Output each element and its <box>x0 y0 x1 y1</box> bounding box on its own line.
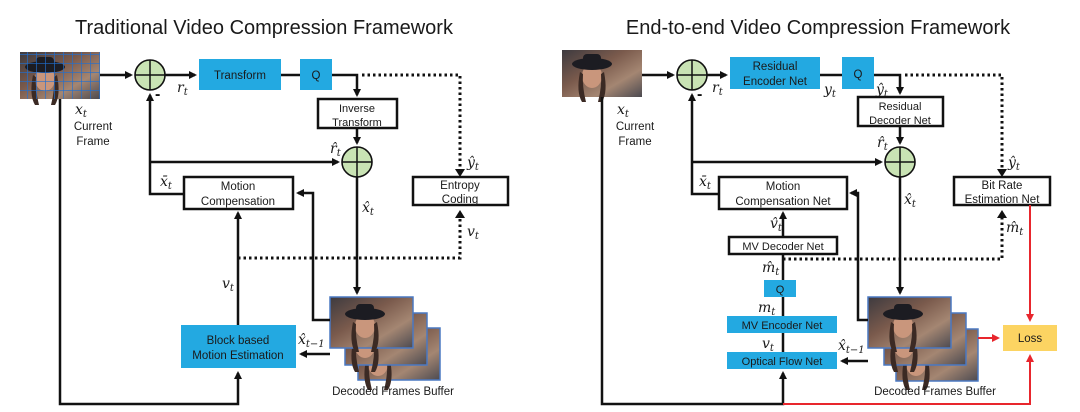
right-sym-x-hat: x̂t <box>904 192 917 210</box>
right-residual-decoder-label-1: Residual <box>879 101 922 113</box>
right-mv-quantizer-label: Q <box>776 284 785 296</box>
right-sym-x-hat-prev: x̂t−1 <box>838 338 865 356</box>
left-motion-estimation-block <box>181 325 296 368</box>
right-quantizer-block <box>842 57 874 89</box>
right-residual-decoder-block <box>856 95 945 128</box>
left-title: Traditional Video Compression Framework <box>75 17 454 39</box>
left-sym-r-hat: r̂t <box>330 141 342 159</box>
left-motion-estimation-label-1: Block based <box>207 335 270 347</box>
left-sym-x-hat: x̂t <box>362 200 375 218</box>
left-motion-estimation-label-2: Motion Estimation <box>192 350 283 362</box>
left-entropy-coding-label-1: Entropy <box>440 180 480 192</box>
left-current-frame-image <box>20 52 100 105</box>
right-current-label-2: Frame <box>618 136 651 148</box>
right-subtractor-node <box>676 59 708 91</box>
right-optical-flow-block <box>727 352 837 369</box>
right-adder-node <box>884 146 916 178</box>
right-residual-encoder-block <box>730 57 820 89</box>
right-mv-quantizer-block <box>764 280 796 297</box>
left-sym-x-bar: x̄t <box>160 174 173 192</box>
left-sym-v-t: vt <box>222 276 235 294</box>
right-sym-y-hat-bitrate: ŷt <box>1007 154 1021 173</box>
right-sym-v-hat: v̂t <box>770 216 783 234</box>
left-subtractor-node <box>134 59 166 91</box>
left-adder-node <box>341 146 373 178</box>
left-sym-v-t-bitstream: vt <box>467 224 480 242</box>
left-transform-block <box>199 59 281 90</box>
right-sym-m-t: mt <box>758 300 776 318</box>
left-buffer-label: Decoded Frames Buffer <box>332 386 454 398</box>
right-minus-sign: - <box>697 86 702 103</box>
right-residual-encoder-label-2: Encoder Net <box>743 76 808 88</box>
right-title: End-to-end Video Compression Framework <box>626 17 1011 39</box>
left-minus-sign: - <box>155 86 160 103</box>
right-loss-label: Loss <box>1018 333 1043 345</box>
right-residual-encoder-label-1: Residual <box>753 61 798 73</box>
right-mv-decoder-label: MV Decoder Net <box>742 241 823 253</box>
right-residual-decoder-label-2: Decoder Net <box>869 115 931 127</box>
left-quantizer-label: Q <box>312 70 321 82</box>
right-connections <box>600 71 1034 406</box>
right-sym-r-hat: r̂t <box>877 135 889 153</box>
right-sym-m-hat-bitrate: m̂t <box>1006 220 1024 238</box>
right-current-frame-image <box>562 50 642 102</box>
left-motion-compensation-label-1: Motion <box>221 181 256 193</box>
left-motion-compensation-label-2: Compensation <box>201 196 275 208</box>
left-current-label-1: Current <box>74 121 113 133</box>
right-optical-flow-label: Optical Flow Net <box>742 356 823 368</box>
right-loss-block <box>1003 325 1057 351</box>
left-connections <box>58 71 465 406</box>
right-bit-rate-label-1: Bit Rate <box>982 180 1023 192</box>
left-decoded-frames-buffer <box>329 296 441 390</box>
traditional-framework: Traditional Video Compression Framework … <box>20 17 510 406</box>
right-motion-compensation-label-2: Compensation Net <box>735 196 831 208</box>
right-sym-x-t: xt <box>617 102 630 120</box>
left-quantizer-block <box>300 59 332 90</box>
left-sym-y-hat: ŷt <box>466 154 480 173</box>
right-sym-r-t: rt <box>712 80 724 98</box>
left-sym-x-hat-prev: x̂t−1 <box>298 332 325 350</box>
left-current-label-2: Frame <box>76 136 109 148</box>
right-sym-m-hat: m̂t <box>762 260 780 278</box>
right-sym-y-t: yt <box>823 82 837 100</box>
left-sym-x-t: xt <box>75 102 88 120</box>
left-entropy-coding-label-2: Coding <box>442 194 478 206</box>
right-quantizer-label: Q <box>854 69 863 81</box>
right-bit-rate-label-2: Estimation Net <box>965 194 1041 206</box>
left-sym-r-t: rt <box>177 80 189 98</box>
right-current-label-1: Current <box>616 121 655 133</box>
right-mv-encoder-label: MV Encoder Net <box>742 320 823 332</box>
right-decoded-frames-buffer <box>867 296 979 390</box>
left-entropy-coding-block <box>411 175 510 207</box>
end-to-end-framework: End-to-end Video Compression Framework x… <box>562 17 1057 406</box>
left-transform-label: Transform <box>214 70 266 82</box>
left-inverse-transform-label-2: Transform <box>332 117 382 129</box>
right-mv-encoder-block <box>727 316 837 333</box>
right-buffer-label: Decoded Frames Buffer <box>874 386 996 398</box>
left-inverse-transform-label-1: Inverse <box>339 103 375 115</box>
right-sym-x-bar: x̄t <box>699 174 712 192</box>
right-sym-v-t: vt <box>762 336 775 354</box>
right-sym-y-hat: ŷt <box>875 81 889 100</box>
right-motion-compensation-label-1: Motion <box>766 181 801 193</box>
